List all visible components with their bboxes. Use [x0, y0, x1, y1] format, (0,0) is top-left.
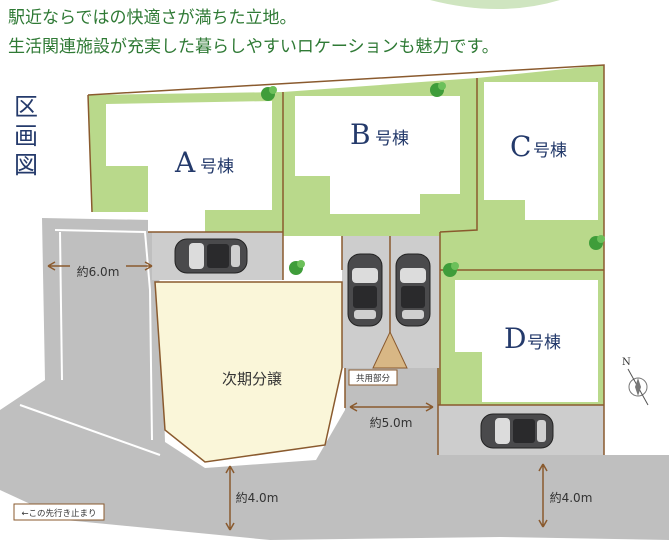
future-lot [154, 281, 343, 463]
front-road-width-right: 約4.0m [550, 490, 593, 505]
road-markings [19, 229, 161, 456]
intro-line-2: 生活関連施設が充実した暮らしやすいロケーションも魅力です。 [8, 37, 499, 57]
car-icon [347, 253, 383, 327]
building-d [455, 280, 598, 402]
road-area [0, 218, 669, 540]
building-a [106, 101, 272, 232]
lot-c-suffix: 号棟 [533, 141, 567, 161]
car-icon [174, 238, 248, 274]
shared-area-label: 共用部分 [356, 373, 391, 384]
map-title: 区画図 [14, 93, 38, 179]
left-road-width: 約6.0m [77, 264, 120, 279]
building-c [484, 82, 598, 220]
shared-area-marker [372, 330, 408, 369]
lot-b-suffix: 号棟 [375, 129, 409, 149]
compass-north-label: N [622, 357, 631, 368]
driveway-width: 約5.0m [370, 415, 413, 430]
dim-label-bg [70, 263, 126, 280]
lot-b-letter: B [350, 118, 371, 151]
lot-c-letter: C [510, 130, 531, 163]
car-icon [480, 413, 554, 449]
shared-area-label-box [348, 369, 398, 386]
compass-icon: N [622, 357, 649, 406]
car-icon [395, 253, 431, 327]
dead-end-note: ←この先行き止まり [21, 508, 96, 519]
lot-a-letter: A [174, 146, 196, 179]
future-lot-label: 次期分譲 [222, 370, 282, 388]
dead-end-note-box [13, 503, 105, 521]
bush-icon [289, 260, 305, 275]
lot-d-suffix: 号棟 [527, 333, 561, 353]
intro-line-1: 駅近ならではの快適さが満ちた立地。 [8, 8, 297, 28]
building-b [295, 96, 460, 214]
lot-a-suffix: 号棟 [200, 157, 234, 177]
front-road-width-left: 約4.0m [236, 490, 279, 505]
lot-boundaries [87, 64, 605, 455]
header-decoration [430, 0, 560, 9]
lot-d-letter: D [504, 322, 526, 355]
